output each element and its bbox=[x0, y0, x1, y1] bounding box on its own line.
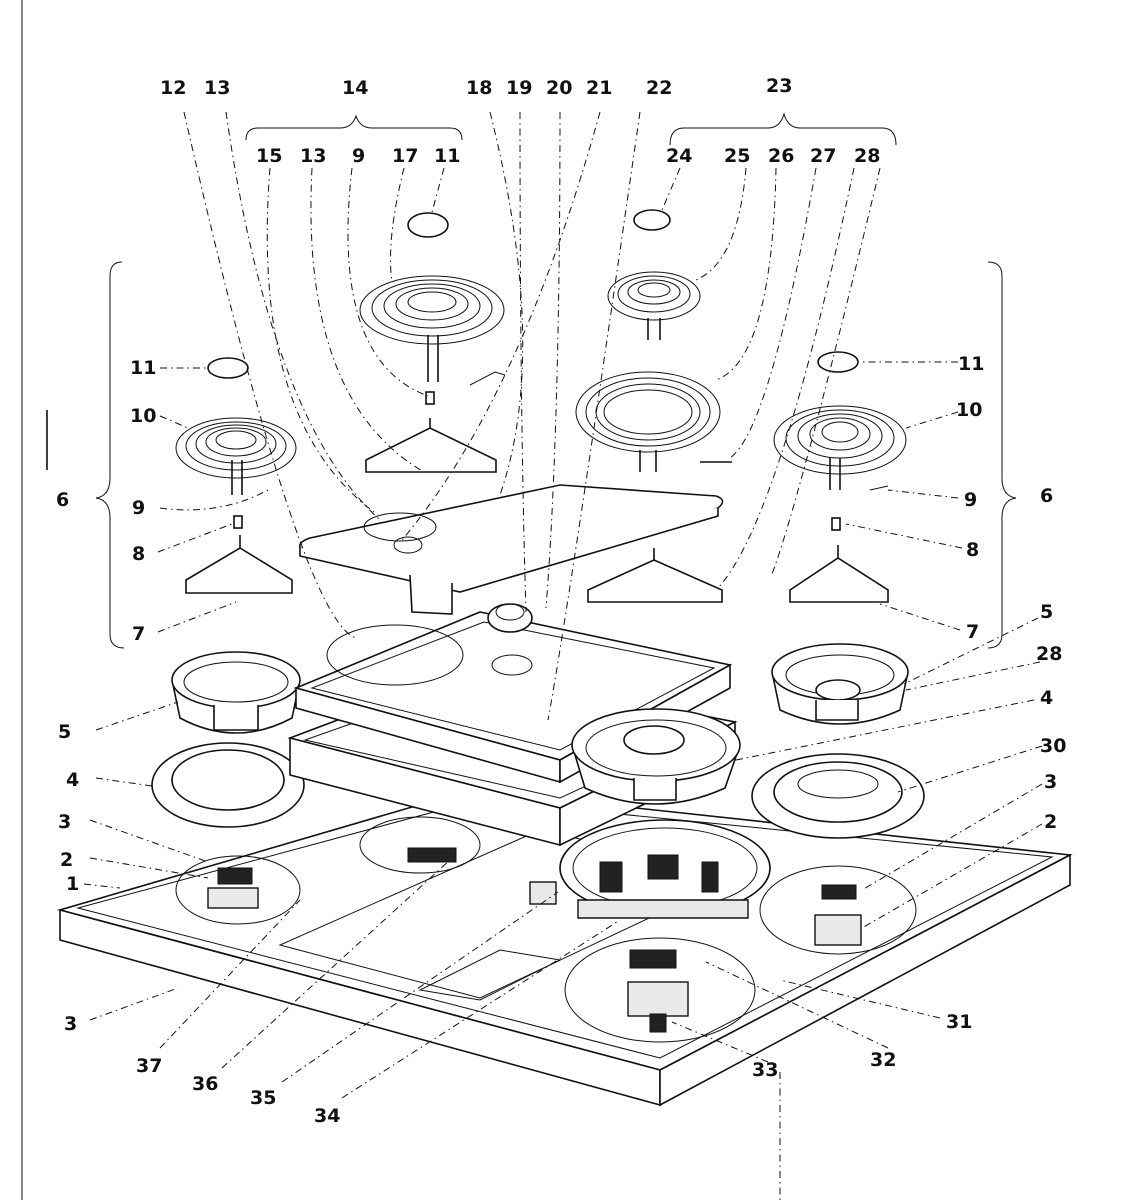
label-35: 35 bbox=[250, 1087, 276, 1109]
label-27: 27 bbox=[810, 145, 836, 167]
label-14: 14 bbox=[342, 77, 368, 99]
trim-ring-right bbox=[751, 753, 925, 839]
label-9-left: 9 bbox=[132, 497, 145, 519]
label-3-upper-left: 3 bbox=[58, 811, 71, 833]
label-20: 20 bbox=[546, 77, 572, 99]
insulator-right bbox=[831, 517, 841, 531]
label-25: 25 bbox=[724, 145, 750, 167]
label-10-left: 10 bbox=[130, 405, 156, 427]
trim-ring-left bbox=[151, 742, 305, 828]
label-7-left: 7 bbox=[132, 623, 145, 645]
brace-group-23 bbox=[669, 112, 897, 146]
label-31: 31 bbox=[946, 1011, 972, 1033]
surface-element-right bbox=[773, 405, 907, 491]
label-2-right: 2 bbox=[1044, 811, 1057, 833]
surface-element-back-left bbox=[359, 275, 506, 386]
leader-lines bbox=[83, 111, 1043, 1200]
label-11-right: 11 bbox=[958, 353, 984, 375]
label-3-right: 3 bbox=[1044, 771, 1057, 793]
label-24: 24 bbox=[666, 145, 692, 167]
center-cap-back-left bbox=[407, 212, 449, 238]
part-labels: 1 2 2 3 3 3 4 4 5 5 6 6 7 7 8 8 9 9 9 10… bbox=[56, 75, 1066, 1127]
drip-pan-left bbox=[171, 651, 301, 734]
brace-group-6-left bbox=[95, 261, 125, 649]
label-10-right: 10 bbox=[956, 399, 982, 421]
drip-pan-right bbox=[771, 643, 909, 725]
label-18: 18 bbox=[466, 77, 492, 99]
label-30: 30 bbox=[1040, 735, 1066, 757]
label-2-left: 2 bbox=[60, 849, 73, 871]
label-4-right: 4 bbox=[1040, 687, 1053, 709]
cooktop-base bbox=[57, 789, 1073, 1107]
label-13-top: 13 bbox=[204, 77, 230, 99]
support-bracket-right bbox=[789, 545, 889, 603]
center-cap-left bbox=[207, 357, 249, 379]
support-bracket-back-left bbox=[365, 418, 497, 473]
label-17: 17 bbox=[392, 145, 418, 167]
label-33: 33 bbox=[752, 1059, 778, 1081]
center-cap-right bbox=[817, 351, 859, 373]
label-13-inner: 13 bbox=[300, 145, 326, 167]
label-8-left: 8 bbox=[132, 543, 145, 565]
label-1: 1 bbox=[66, 873, 79, 895]
label-26: 26 bbox=[768, 145, 794, 167]
support-bracket-left bbox=[185, 535, 293, 594]
surface-element-back-right bbox=[607, 271, 701, 340]
label-11-top: 11 bbox=[434, 145, 460, 167]
label-28-top: 28 bbox=[854, 145, 880, 167]
brace-group-6-right bbox=[987, 261, 1017, 649]
label-23: 23 bbox=[766, 75, 792, 97]
label-36: 36 bbox=[192, 1073, 218, 1095]
surface-element-left bbox=[175, 417, 297, 495]
label-5-left: 5 bbox=[58, 721, 71, 743]
insulator-left bbox=[233, 515, 243, 529]
label-28-right: 28 bbox=[1036, 643, 1062, 665]
surface-element-center-right bbox=[575, 371, 732, 472]
brace-group-14 bbox=[245, 114, 463, 141]
drip-pan-center-right bbox=[571, 708, 741, 805]
label-6-right: 6 bbox=[1040, 485, 1053, 507]
label-9-top: 9 bbox=[352, 145, 365, 167]
griddle-lid bbox=[298, 484, 724, 686]
label-21: 21 bbox=[586, 77, 612, 99]
label-32: 32 bbox=[870, 1049, 896, 1071]
center-cap-back-right bbox=[633, 209, 671, 231]
label-5-right: 5 bbox=[1040, 601, 1053, 623]
label-11-left: 11 bbox=[130, 357, 156, 379]
label-34: 34 bbox=[314, 1105, 340, 1127]
label-6-left: 6 bbox=[56, 489, 69, 511]
label-4-left: 4 bbox=[66, 769, 79, 791]
insulator-back-left bbox=[425, 391, 435, 405]
label-8-right: 8 bbox=[966, 539, 979, 561]
label-37: 37 bbox=[136, 1055, 162, 1077]
label-19: 19 bbox=[506, 77, 532, 99]
label-9-right: 9 bbox=[964, 489, 977, 511]
label-3-lower-left: 3 bbox=[64, 1013, 77, 1035]
label-7-right: 7 bbox=[966, 621, 979, 643]
label-22: 22 bbox=[646, 77, 672, 99]
label-12: 12 bbox=[160, 77, 186, 99]
label-15: 15 bbox=[256, 145, 282, 167]
support-bracket-center-right bbox=[587, 548, 723, 603]
